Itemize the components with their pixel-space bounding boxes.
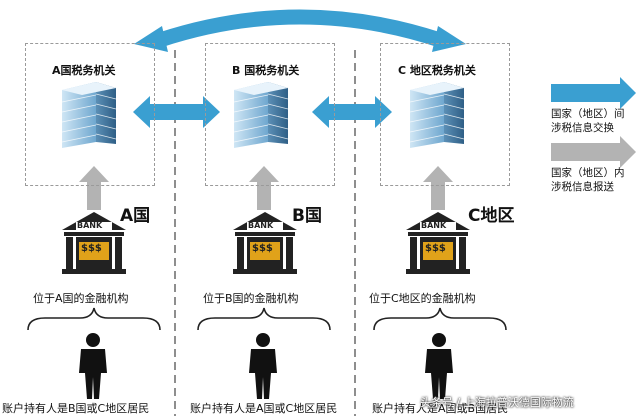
holder-label-c: 账户持有人是A国或B国居民 <box>372 402 509 415</box>
tax-authority-building-a <box>61 82 117 148</box>
brace-c <box>373 307 507 331</box>
authority-title-b: B 国税务机关 <box>232 64 300 77</box>
country-label-a: A国 <box>120 206 151 226</box>
legend-domestic-line2: 涉税信息报送 <box>551 181 614 193</box>
authority-box-b <box>205 43 335 186</box>
watermark: 头条号 / 上海拉普沃德国际物流 <box>420 396 574 409</box>
person-icon-c <box>425 333 453 399</box>
bank-dollar-a: $$$ <box>81 243 102 254</box>
legend-exchange-line2: 涉税信息交换 <box>551 122 614 134</box>
institution-label-b: 位于B国的金融机构 <box>203 292 299 305</box>
report-arrow-a <box>79 166 109 210</box>
bank-dollar-c: $$$ <box>425 243 446 254</box>
bank-dollar-b: $$$ <box>252 243 273 254</box>
tax-authority-building-b <box>233 82 289 148</box>
authority-box-c <box>380 43 510 186</box>
bank-sign-a: BANK <box>77 221 103 230</box>
authority-title-c: C 地区税务机关 <box>398 64 476 77</box>
exchange-arrow-a-c <box>134 9 466 52</box>
bank-icon-a <box>62 212 126 274</box>
legend-blue-arrow <box>551 77 636 109</box>
bank-icon-b <box>233 212 297 274</box>
institution-label-c: 位于C地区的金融机构 <box>369 292 476 305</box>
bank-icon-c <box>406 212 470 274</box>
legend-exchange-line1: 国家（地区）间 <box>551 108 625 120</box>
person-icon-a <box>79 333 107 399</box>
tax-authority-building-c <box>409 82 465 148</box>
holder-label-a: 账户持有人是B国或C地区居民 <box>2 402 150 415</box>
exchange-arrow-b-c <box>312 96 392 128</box>
report-arrow-b <box>249 166 279 210</box>
authority-title-a: A国税务机关 <box>52 64 116 77</box>
report-arrow-c <box>423 166 453 210</box>
legend-exchange-label: 国家（地区）间 涉税信息交换 <box>551 107 625 135</box>
legend-domestic-label: 国家（地区）内 涉税信息报送 <box>551 166 625 194</box>
bank-sign-c: BANK <box>421 221 447 230</box>
legend-gray-arrow <box>551 136 636 168</box>
legend-domestic-line1: 国家（地区）内 <box>551 167 625 179</box>
country-label-c: C地区 <box>468 206 515 226</box>
brace-a <box>27 307 161 331</box>
holder-label-b: 账户持有人是A国或C地区居民 <box>190 402 338 415</box>
institution-label-a: 位于A国的金融机构 <box>33 292 129 305</box>
authority-box-a <box>25 43 155 186</box>
bank-sign-b: BANK <box>248 221 274 230</box>
country-label-b: B国 <box>292 206 322 226</box>
brace-b <box>197 307 331 331</box>
person-icon-b <box>249 333 277 399</box>
